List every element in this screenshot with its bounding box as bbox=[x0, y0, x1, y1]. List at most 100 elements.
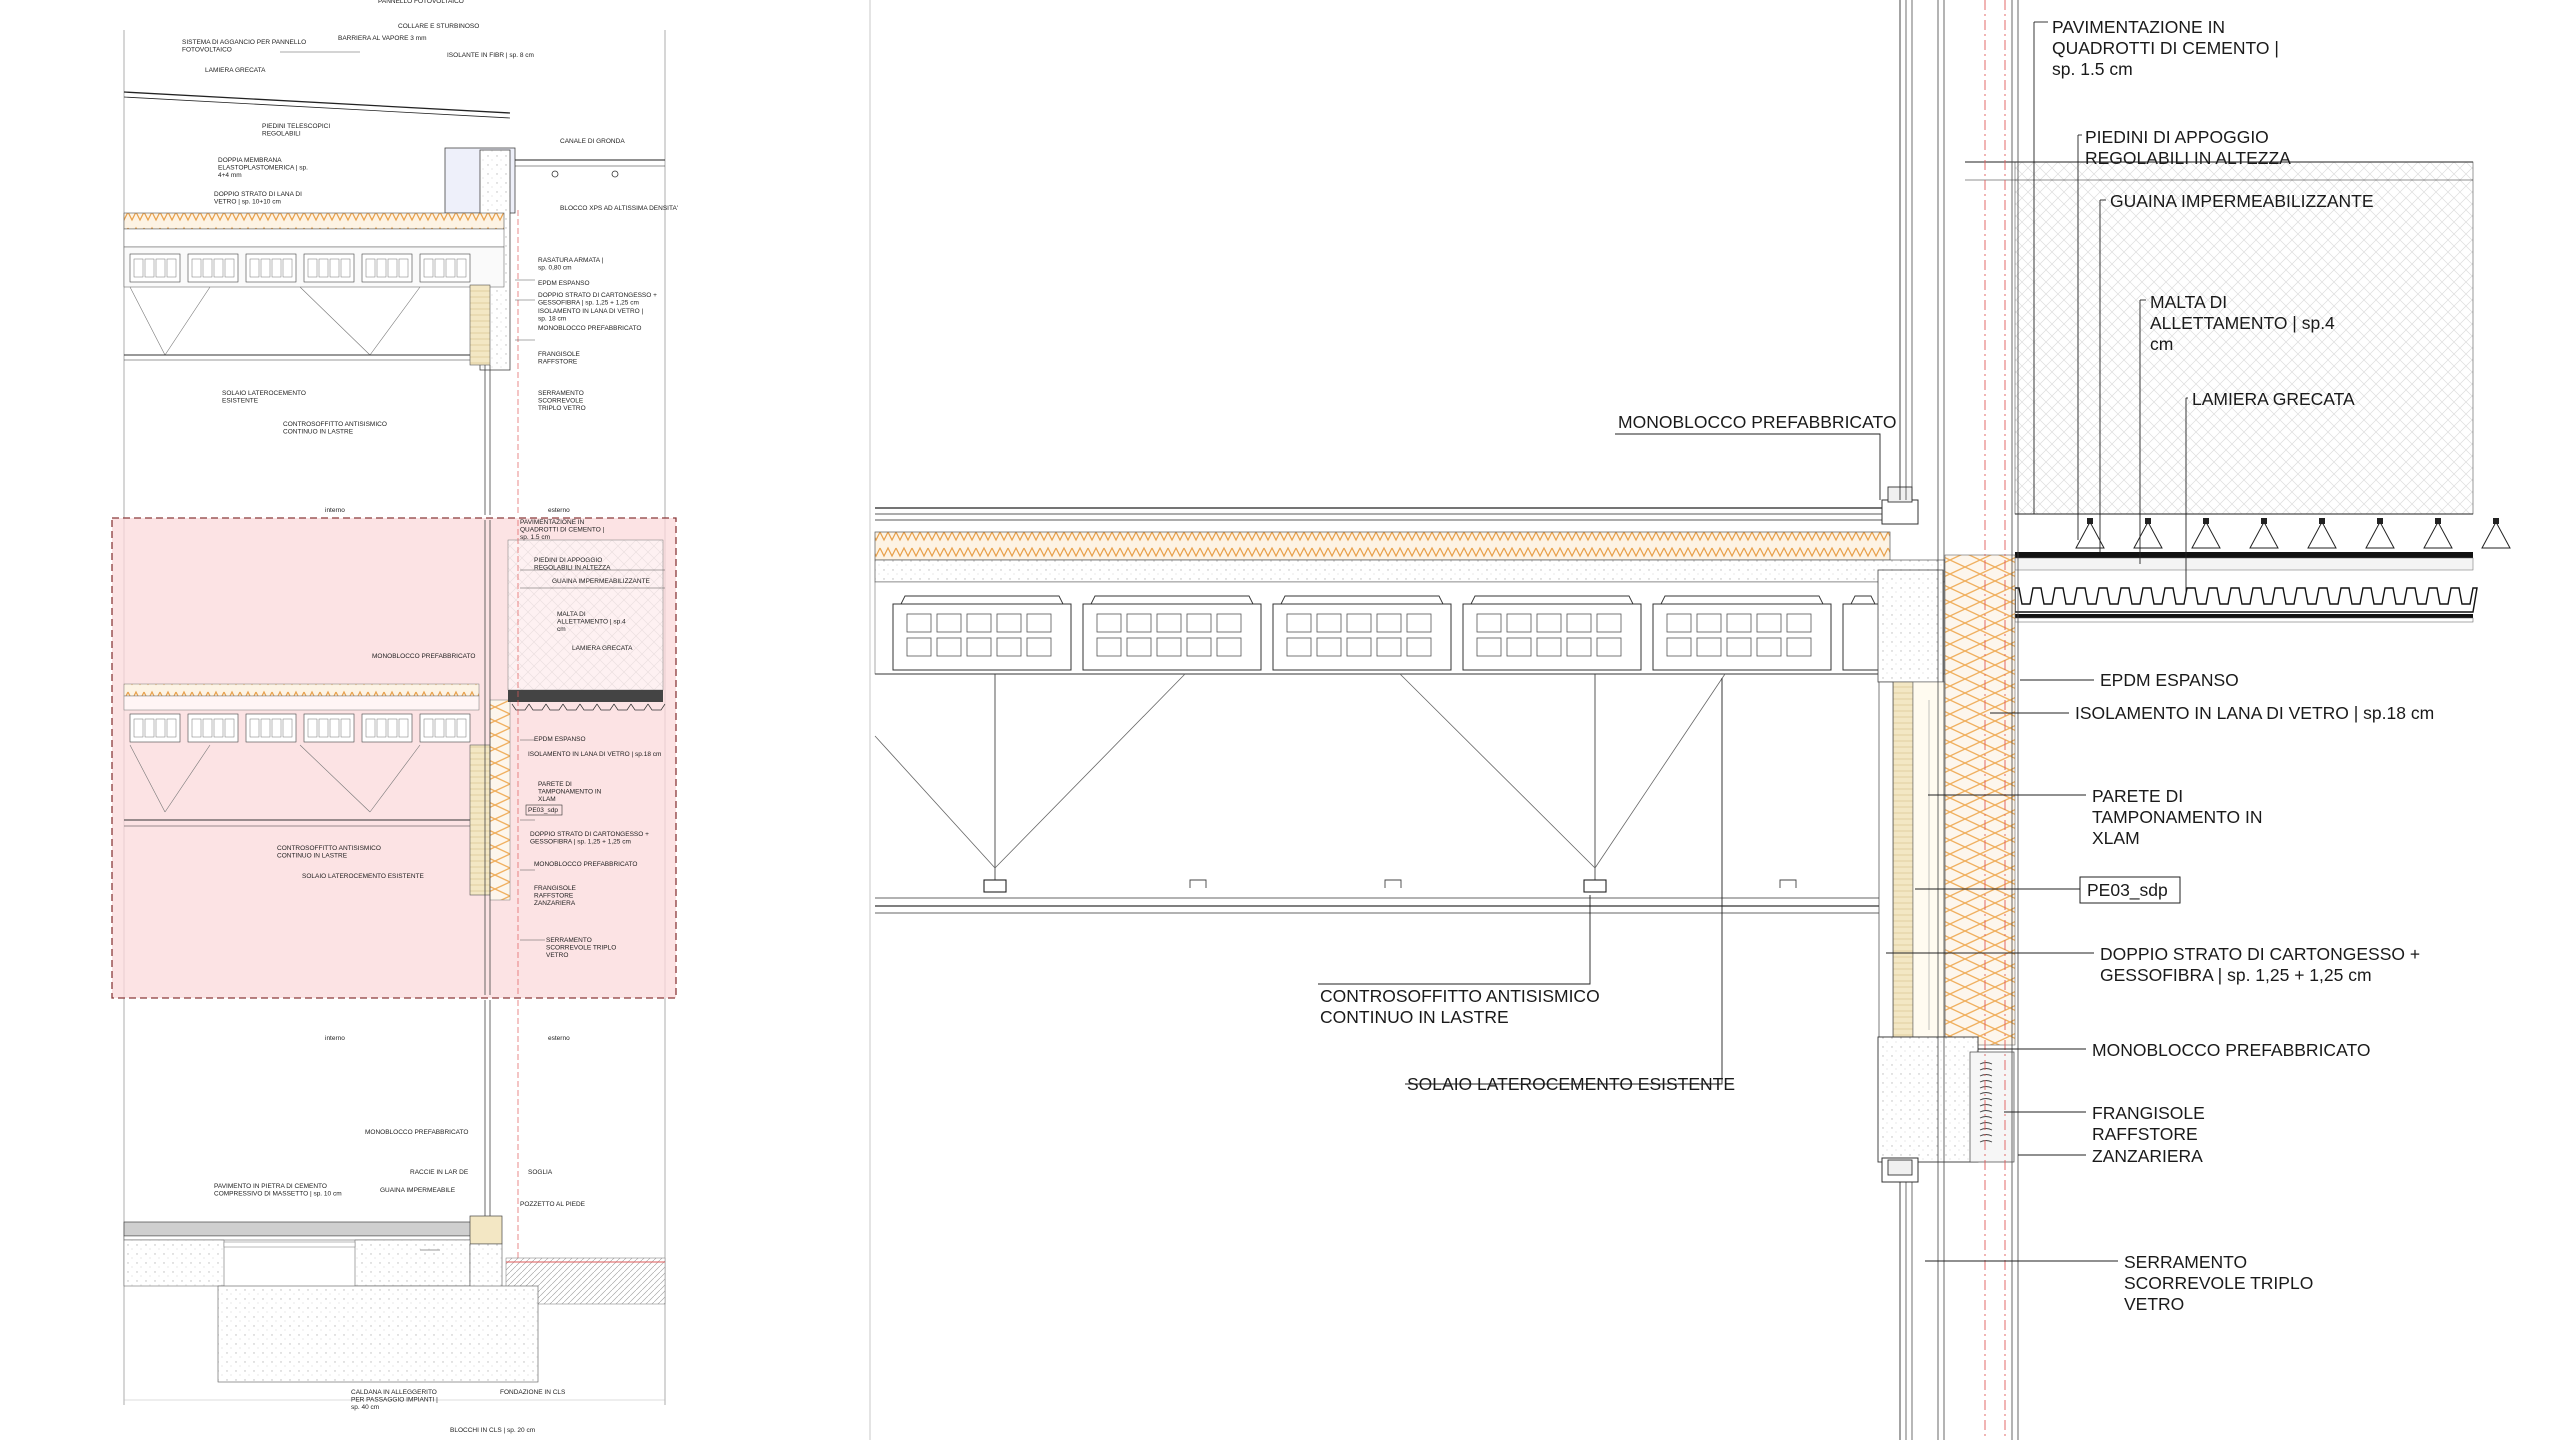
ceiling-hanger bbox=[983, 674, 1007, 893]
left-label-t16: MONOBLOCCO PREFABBRICATO bbox=[538, 325, 641, 332]
slab-block bbox=[1652, 595, 1832, 671]
tag-pe03-sdp-text: PE03_sdp bbox=[2087, 880, 2168, 901]
bracing-wire bbox=[994, 673, 1186, 869]
label-lamiera: LAMIERA GRECATA bbox=[2192, 389, 2355, 409]
left-label-b3: GUAINA IMPERMEABILE bbox=[380, 1187, 456, 1194]
left-label-t13: EPDM ESPANSO bbox=[538, 280, 590, 287]
slab-block bbox=[419, 253, 471, 283]
slab-block bbox=[187, 253, 239, 283]
slab-block bbox=[361, 253, 413, 283]
left-esterno-label-1: esterno bbox=[548, 507, 570, 514]
slab-block bbox=[1462, 595, 1642, 671]
section-overview: interno esterno interno esterno bbox=[111, 0, 678, 1434]
raffstore-slat bbox=[1979, 1092, 1993, 1095]
raffstore-slat bbox=[1979, 1140, 1993, 1143]
pedestal bbox=[2365, 518, 2395, 549]
left-esterno-label-2: esterno bbox=[548, 1035, 570, 1042]
left-label-b5: SOGLIA bbox=[528, 1169, 553, 1176]
raffstore-slat bbox=[1979, 1122, 1993, 1125]
raffstore-slat bbox=[1979, 1128, 1993, 1131]
left-label-t4: BARRIERA AL VAPORE 3 mm bbox=[338, 35, 427, 42]
left-label-m8: ISOLAMENTO IN LANA DI VETRO | sp.18 cm bbox=[528, 751, 661, 758]
bracing-wire bbox=[1594, 673, 1726, 869]
label-isolamento: ISOLAMENTO IN LANA DI VETRO | sp.18 cm bbox=[2075, 703, 2434, 723]
left-label-m6: MONOBLOCCO PREFABBRICATO bbox=[372, 653, 475, 660]
highlight-detail-frame bbox=[111, 517, 677, 999]
roof-overview bbox=[123, 91, 665, 515]
left-label-b8: FONDAZIONE IN CLS bbox=[500, 1389, 566, 1396]
slab-block bbox=[245, 253, 297, 283]
floor-slab bbox=[874, 507, 1946, 914]
foundation-overview bbox=[123, 1000, 666, 1401]
left-interno-label-1: interno bbox=[325, 507, 345, 514]
left-label-t1: PANNELLO FOTOVOLTAICO bbox=[378, 0, 464, 5]
left-interno-label-2: interno bbox=[325, 1035, 345, 1042]
left-label-m10: PE03_sdp bbox=[528, 807, 558, 814]
label-monoblocco-top: MONOBLOCCO PREFABBRICATO bbox=[1618, 412, 1896, 432]
leader-lines bbox=[1318, 21, 2188, 1262]
left-label-b1: MONOBLOCCO PREFABBRICATO bbox=[365, 1129, 468, 1136]
slab-block bbox=[303, 713, 355, 743]
clip bbox=[1384, 879, 1402, 888]
pedestal bbox=[2075, 518, 2105, 549]
left-label-t5: ISOLANTE IN FIBR | sp. 8 cm bbox=[447, 52, 534, 59]
label-epdm: EPDM ESPANSO bbox=[2100, 670, 2239, 690]
pedestal bbox=[2249, 518, 2279, 549]
label-zanzariera: ZANZARIERA bbox=[2092, 1146, 2203, 1166]
left-label-m7: EPDM ESPANSO bbox=[534, 736, 586, 743]
slab-block bbox=[129, 253, 181, 283]
clip bbox=[1189, 879, 1207, 888]
raffstore-slat bbox=[1979, 1098, 1993, 1101]
left-tag-box bbox=[525, 804, 563, 816]
facade-wall bbox=[1877, 0, 2019, 1440]
raffstore-slat bbox=[1979, 1116, 1993, 1119]
raffstore-slat bbox=[1979, 1074, 1993, 1077]
slab-block bbox=[303, 253, 355, 283]
slab-block bbox=[187, 713, 239, 743]
left-label-t6: LAMIERA GRECATA bbox=[205, 67, 266, 74]
left-label-b9: BLOCCHI IN CLS | sp. 20 cm bbox=[450, 1427, 535, 1434]
label-solaio: SOLAIO LATEROCEMENTO ESISTENTE bbox=[1407, 1074, 1735, 1094]
slab-block bbox=[419, 713, 471, 743]
left-label-m13: SOLAIO LATEROCEMENTO ESISTENTE bbox=[302, 873, 425, 880]
left-label-m5: LAMIERA GRECATA bbox=[572, 645, 633, 652]
left-label-b6: POZZETTO AL PIEDE bbox=[520, 1201, 586, 1208]
left-label-t15: ISOLAMENTO IN LANA DI VETRO |sp. 18 cm bbox=[538, 308, 644, 323]
bracing-wire bbox=[1399, 673, 1596, 869]
slab-block bbox=[1842, 595, 1884, 671]
tag-pe03-sdp: PE03_sdp bbox=[2079, 876, 2181, 904]
left-label-m11: DOPPIO STRATO DI CARTONGESSO +GESSOFIBRA… bbox=[530, 831, 649, 846]
raffstore-slat bbox=[1979, 1086, 1993, 1089]
left-label-m3: GUAINA IMPERMEABILIZZANTE bbox=[552, 578, 651, 585]
label-guaina: GUAINA IMPERMEABILIZZANTE bbox=[2110, 191, 2374, 211]
label-monoblocco-bottom: MONOBLOCCO PREFABBRICATO bbox=[2092, 1040, 2370, 1060]
pedestal bbox=[2133, 518, 2163, 549]
terrace-assembly bbox=[1965, 161, 2511, 623]
left-label-t10: CANALE DI GRONDA bbox=[560, 138, 625, 145]
slab-block bbox=[1082, 595, 1262, 671]
pedestal bbox=[2191, 518, 2221, 549]
slab-block bbox=[1272, 595, 1452, 671]
